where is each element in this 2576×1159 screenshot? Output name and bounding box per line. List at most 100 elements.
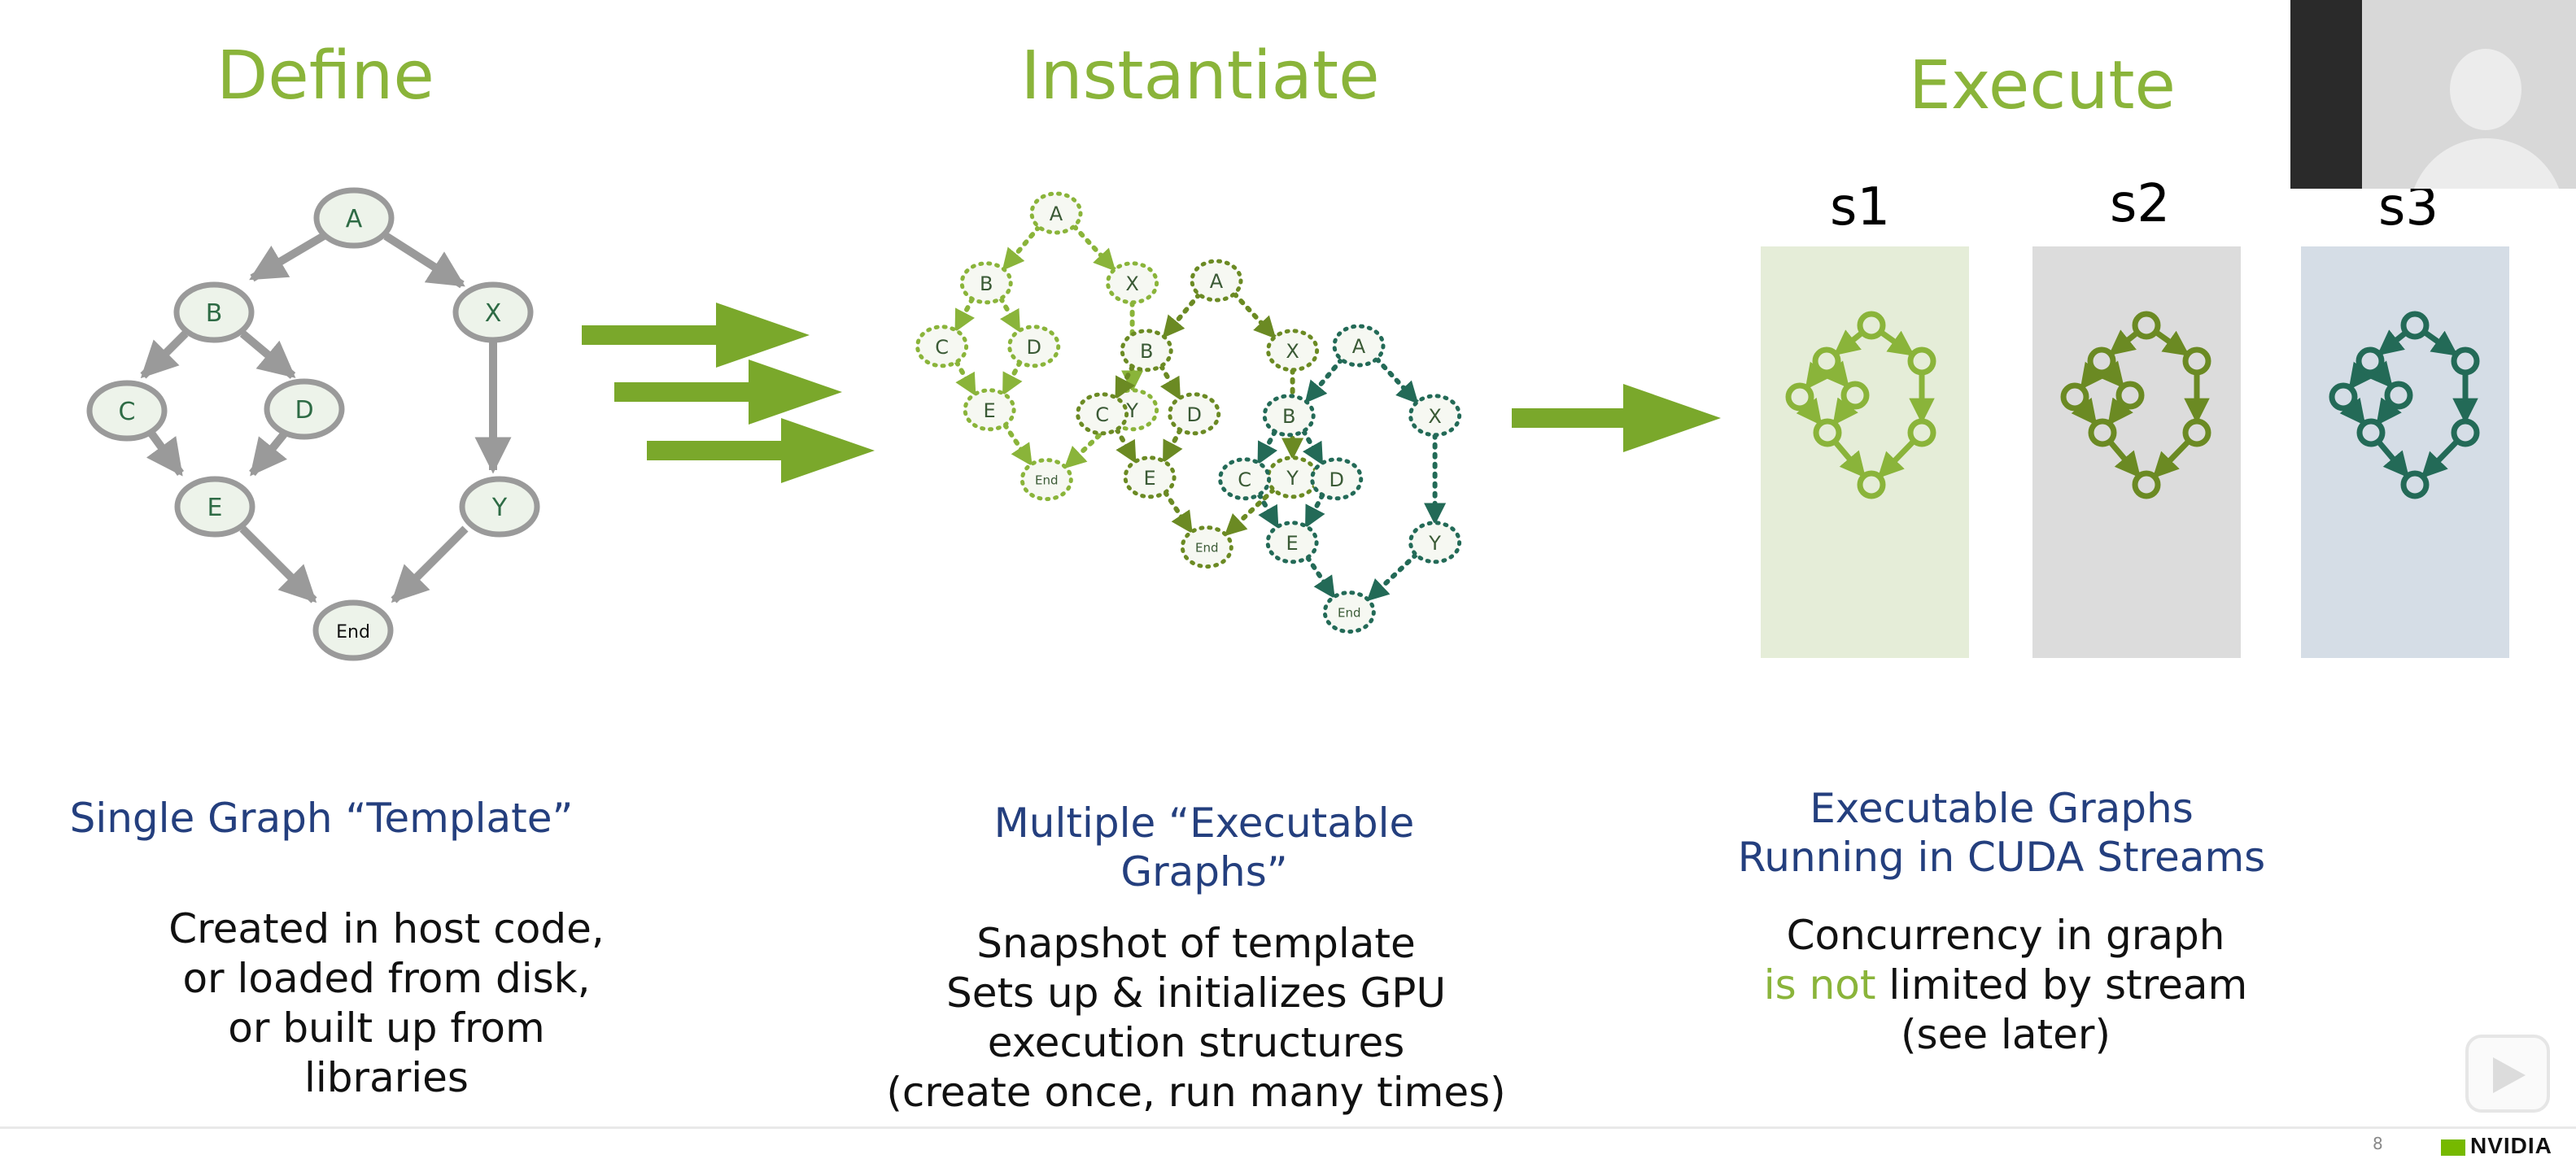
logo-mark-icon (2441, 1139, 2465, 1156)
dotted-node (1266, 329, 1320, 373)
dotted-node-label: B (1140, 340, 1153, 363)
dotted-node-label: E (1144, 467, 1156, 490)
edge-c-e (146, 429, 185, 477)
stream-node (2384, 381, 2413, 410)
dotted-node (1168, 392, 1221, 436)
dotted-node (1190, 259, 1243, 303)
instantiate-subtitle: Multiple “Executable Graphs” (919, 799, 1489, 896)
stream-node (2356, 418, 2386, 447)
stream-node (2356, 346, 2385, 376)
stream-node (2451, 346, 2480, 376)
stream-panel-s2 (2032, 246, 2241, 658)
stream-edge (2107, 397, 2133, 426)
dotted-edge (1255, 429, 1278, 466)
dotted-node-label: X (1286, 340, 1299, 363)
dotted-node-label: D (1186, 403, 1201, 426)
dotted-node-label: Y (1125, 399, 1138, 422)
stream-graph-s1 (1785, 311, 1936, 499)
dotted-node (1029, 191, 1083, 235)
arrow-4 (1512, 384, 1721, 452)
stream-graph-s2 (2060, 311, 2211, 499)
dotted-node-label: A (1050, 203, 1063, 225)
arrow-3 (647, 418, 875, 483)
dotted-node-label: A (1352, 335, 1366, 358)
dotted-node (1180, 525, 1233, 569)
stream-node (2132, 311, 2161, 340)
dotted-node (1019, 458, 1073, 502)
dotted-node-label: End (1035, 473, 1059, 488)
stream-node (1785, 382, 1814, 412)
logo-text: NVIDIA (2470, 1133, 2552, 1158)
stream-edge (2366, 360, 2394, 389)
page-number: 8 (2373, 1134, 2383, 1153)
dotted-edge (1161, 291, 1202, 339)
template-nodes (86, 187, 540, 661)
stream-edge (1879, 329, 1915, 357)
define-line-1: Created in host code, (168, 905, 605, 952)
node-b (173, 281, 255, 343)
stream-node (2088, 418, 2117, 447)
node-c (86, 380, 168, 442)
stream-edge (1796, 397, 1823, 426)
node-d-label: D (295, 396, 313, 425)
stream-edge (1832, 397, 1858, 426)
nvidia-logo: NVIDIA (2441, 1133, 2552, 1159)
define-line-4: libraries (304, 1054, 469, 1101)
stream-edge (1833, 329, 1865, 356)
define-subtitle: Single Graph “Template” (69, 795, 574, 842)
edge-d-e (249, 428, 290, 477)
execute-line-3: (see later) (1901, 1011, 2111, 1058)
dotted-node-label: B (1282, 405, 1295, 428)
dotted-node (959, 261, 1013, 305)
edge-e-end (239, 525, 317, 603)
stream-edge (2098, 360, 2125, 389)
heading-execute: Execute (1909, 47, 2176, 124)
stream-label-s2: s2 (2109, 174, 2171, 234)
stream-graphs (1785, 311, 2480, 499)
stream-node (2060, 382, 2089, 412)
stream-edge (2376, 439, 2410, 478)
heading-define: Define (216, 37, 434, 115)
dotted-edge (1001, 359, 1023, 397)
footer-divider (0, 1126, 2576, 1129)
dotted-node (1218, 457, 1272, 501)
define-description: Created in host code, or loaded from dis… (122, 904, 651, 1103)
execute-subtitle-line-2: Running in CUDA Streams (1737, 834, 2266, 881)
dotted-node (1076, 392, 1129, 436)
dotted-node-label: E (1286, 532, 1299, 555)
stream-node (1840, 381, 1870, 410)
instantiate-line-2: Sets up & initializes GPU (945, 969, 1447, 1017)
dotted-node (963, 388, 1016, 432)
dotted-node (1332, 324, 1386, 368)
dotted-edge (1232, 291, 1277, 340)
dotted-node (1310, 457, 1364, 501)
dotted-node-label: Y (1286, 467, 1299, 490)
dotted-edge (1223, 486, 1277, 538)
dotted-node (1408, 394, 1462, 438)
stream-node (2115, 381, 2145, 410)
template-graph: A B X C D E Y End (86, 187, 540, 661)
stream-edge (2375, 397, 2402, 426)
execute-description: Concurrency in graph is not limited by s… (1676, 911, 2335, 1060)
stream-node (1813, 418, 1842, 447)
dotted-node (1123, 455, 1177, 499)
dotted-edge (1114, 427, 1138, 464)
node-y-label: Y (491, 494, 508, 522)
play-icon[interactable] (2493, 1057, 2526, 1093)
stream-node (1907, 346, 1936, 376)
stream-edge (2079, 361, 2107, 390)
node-e-label: E (207, 494, 223, 522)
dotted-node-label: B (980, 272, 993, 295)
node-x-label: X (485, 299, 502, 328)
webcam-overlay (2290, 0, 2576, 189)
stream-edge (1832, 439, 1867, 478)
stream-edge (2377, 329, 2408, 356)
dotted-node-label: E (984, 399, 996, 422)
node-d (264, 378, 345, 440)
dotted-node-label: D (1329, 468, 1343, 491)
dotted-edge (1365, 551, 1419, 603)
node-end (312, 599, 394, 661)
